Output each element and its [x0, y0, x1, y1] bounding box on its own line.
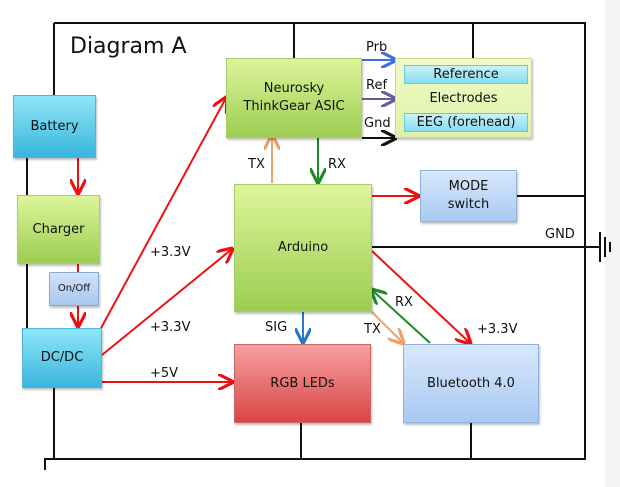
eeg-electrode: EEG (forehead) — [404, 113, 528, 132]
neurosky-block: Neurosky ThinkGear ASIC — [226, 58, 362, 138]
v33-bt-label: +3.3V — [477, 322, 518, 337]
mode-switch-block[interactable]: MODE switch — [420, 170, 517, 222]
wire-dcdc-arduino — [101, 249, 232, 356]
page-edge — [605, 0, 620, 487]
reference-label: Reference — [433, 66, 499, 82]
sig-label: SIG — [265, 320, 288, 335]
prb-label: Prb — [366, 40, 388, 55]
bluetooth-block: Bluetooth 4.0 — [403, 344, 539, 423]
electrodes-block: Reference Electrodes EEG (forehead) — [395, 58, 532, 138]
v5-leds-label: +5V — [150, 366, 179, 381]
diagram-title: Diagram A — [70, 34, 187, 59]
wire-dcdc-neurosky — [99, 98, 226, 331]
rgb-leds-block: RGB LEDs — [234, 344, 371, 423]
onoff-label: On/Off — [57, 283, 91, 294]
rx-bt-label: RX — [395, 295, 413, 310]
wire-arduino-bt-power — [371, 250, 470, 343]
rgb-leds-label: RGB LEDs — [270, 375, 335, 391]
charger-label: Charger — [32, 221, 85, 237]
eeg-label: EEG (forehead) — [416, 114, 516, 130]
battery-label: Battery — [30, 118, 79, 134]
arduino-block: Arduino — [234, 184, 372, 312]
ground-symbol-icon — [599, 232, 611, 262]
gnd-label: Gnd — [364, 116, 391, 131]
charger-block: Charger — [17, 195, 100, 264]
reference-electrode: Reference — [404, 65, 528, 84]
v33-neurosky-label: +3.3V — [150, 245, 191, 260]
neurosky-label: Neurosky ThinkGear ASIC — [243, 81, 345, 114]
dcdc-block: DC/DC — [22, 328, 102, 388]
mode-switch-label: MODE switch — [447, 179, 490, 212]
tx-bt-label: TX — [364, 322, 381, 337]
battery-block: Battery — [13, 95, 96, 158]
arduino-label: Arduino — [277, 240, 329, 255]
wire-tx-arduino-bt — [371, 311, 403, 343]
rx-top-label: RX — [328, 157, 346, 172]
dcdc-label: DC/DC — [40, 350, 84, 365]
tx-top-label: TX — [248, 157, 265, 172]
bluetooth-label: Bluetooth 4.0 — [427, 375, 515, 391]
wire-rx-bt-arduino — [372, 290, 431, 344]
v33-arduino-label: +3.3V — [150, 320, 191, 335]
electrodes-label: Electrodes — [429, 91, 498, 106]
onoff-switch[interactable]: On/Off — [49, 272, 99, 306]
ref-label: Ref — [366, 78, 388, 93]
ground-label: GND — [545, 227, 575, 242]
